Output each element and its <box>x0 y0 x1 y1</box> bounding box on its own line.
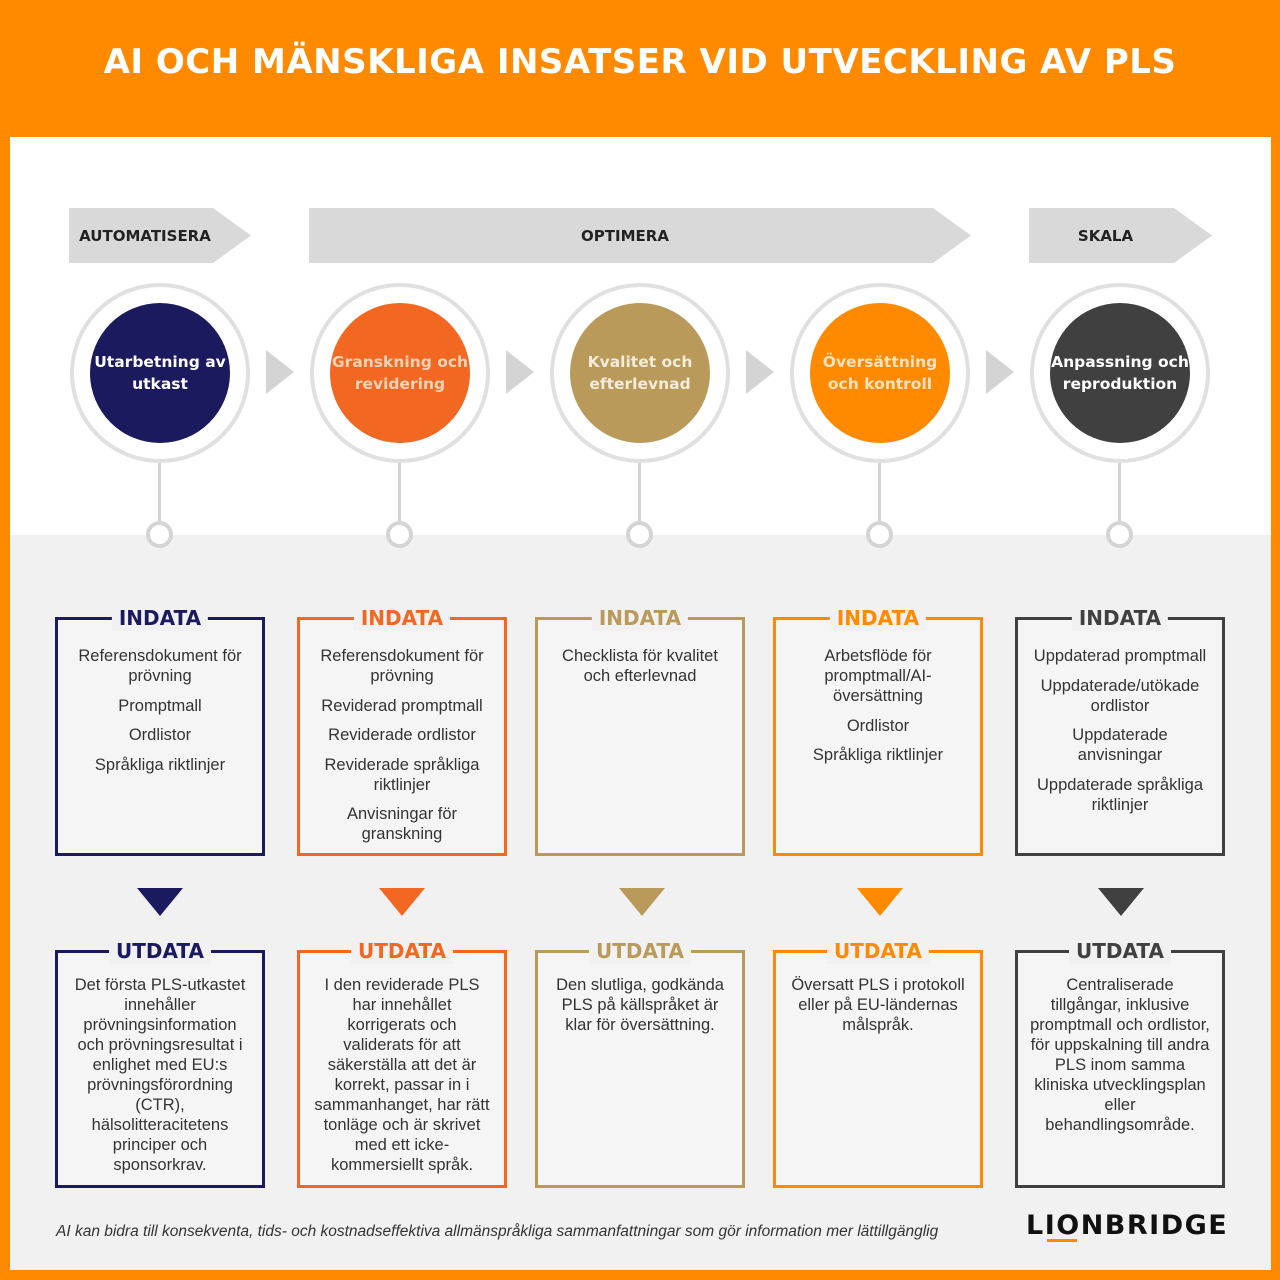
footer-note: AI kan bidra till konsekventa, tids- och… <box>56 1223 939 1240</box>
phase-arrow-automatisera: AUTOMATISERA <box>69 208 251 263</box>
input-item: Reviderade ordlistor <box>328 726 476 744</box>
input-box-label: INDATA <box>111 605 209 631</box>
connector-dot <box>146 521 173 548</box>
input-list: Arbetsflöde för promptmall/AI-översättni… <box>788 646 968 775</box>
step-circle-5: Anpassning och reproduktion <box>1030 283 1210 463</box>
step-title: Översättning och kontroll <box>822 353 938 393</box>
chevron-right-icon <box>506 350 534 394</box>
input-box-label: INDATA <box>591 605 689 631</box>
connector-line <box>158 463 161 523</box>
input-item: Språkliga riktlinjer <box>812 746 944 764</box>
output-text: Översatt PLS i protokoll eller på EU-län… <box>791 976 965 1034</box>
input-item: Reviderade språkliga riktlinjer <box>324 755 480 794</box>
step-badge: Utarbetning av utkast <box>90 303 230 443</box>
step-badge: Kvalitet och efterlevnad <box>570 303 710 443</box>
output-box-2: UTDATA I den reviderade PLS har innehåll… <box>297 938 507 1188</box>
lionbridge-logo: LIONBRIDGE <box>1026 1210 1229 1241</box>
down-arrow-icon <box>379 888 425 916</box>
down-arrow-icon <box>619 888 665 916</box>
input-list: Checklista för kvalitet och efterlevnad <box>550 646 730 696</box>
output-box-label: UTDATA <box>351 938 453 964</box>
input-item: Ordlistor <box>846 716 910 735</box>
output-box-1: UTDATA Det första PLS-utkastet innehålle… <box>55 938 265 1188</box>
header-bar <box>0 0 1280 137</box>
input-item: Språkliga riktlinjer <box>94 755 226 774</box>
connector-line <box>1118 463 1121 523</box>
logo-accent <box>1047 1239 1077 1242</box>
input-item: Anvisningar för granskning <box>346 805 458 843</box>
phase-arrow-skala: SKALA <box>1029 208 1212 263</box>
input-item: Referensdokument för prövning <box>320 647 484 685</box>
output-box-label: UTDATA <box>1069 938 1171 964</box>
step-title: Anpassning och reproduktion <box>1051 353 1189 393</box>
phase-label: AUTOMATISERA <box>79 226 211 245</box>
input-item: Arbetsflöde för promptmall/AI-översättni… <box>824 647 932 705</box>
step-title: Utarbetning av utkast <box>94 353 226 393</box>
connector-dot <box>1106 521 1133 548</box>
step-title: Granskning och revidering <box>331 353 469 393</box>
output-box-label: UTDATA <box>589 938 691 964</box>
connector-line <box>878 463 881 523</box>
output-text: Centraliserade tillgångar, inklusive pro… <box>1030 976 1210 1134</box>
input-item: Uppdaterade språkliga riktlinjer <box>1036 775 1204 814</box>
step-badge: Översättning och kontroll <box>810 303 950 443</box>
input-item: Reviderad promptmall <box>321 696 483 715</box>
down-arrow-icon <box>857 888 903 916</box>
input-box-label: INDATA <box>1071 605 1169 631</box>
output-text: I den reviderade PLS har innehållet korr… <box>314 976 490 1174</box>
input-item: Ordlistor <box>128 726 192 744</box>
chevron-right-icon <box>986 350 1014 394</box>
output-box-label: UTDATA <box>827 938 929 964</box>
chevron-right-icon <box>266 350 294 394</box>
output-box-4: UTDATA Översatt PLS i protokoll eller på… <box>773 938 983 1188</box>
input-item: Referensdokument för prövning <box>78 647 242 685</box>
connector-dot <box>386 521 413 548</box>
down-arrow-icon <box>137 888 183 916</box>
output-text: Den slutliga, godkända PLS på källspråke… <box>556 976 724 1034</box>
input-item: Uppdaterade/utökade ordlistor <box>1040 676 1200 715</box>
connector-line <box>398 463 401 523</box>
step-circle-4: Översättning och kontroll <box>790 283 970 463</box>
step-badge: Granskning och revidering <box>330 303 470 443</box>
output-box-5: UTDATA Centraliserade tillgångar, inklus… <box>1015 938 1225 1188</box>
input-box-label: INDATA <box>353 605 451 631</box>
step-badge: Anpassning och reproduktion <box>1050 303 1190 443</box>
chevron-right-icon <box>746 350 774 394</box>
step-title: Kvalitet och efterlevnad <box>587 353 693 393</box>
output-box-3: UTDATA Den slutliga, godkända PLS på käl… <box>535 938 745 1188</box>
input-item: Checklista för kvalitet och efterlevnad <box>562 647 718 685</box>
connector-line <box>638 463 641 523</box>
step-circle-2: Granskning och revidering <box>310 283 490 463</box>
connector-dot <box>626 521 653 548</box>
phase-label: SKALA <box>1077 226 1134 245</box>
input-box-4: INDATA Arbetsflöde för promptmall/AI-öve… <box>773 605 983 856</box>
down-arrow-icon <box>1098 888 1144 916</box>
phase-arrow-optimera: OPTIMERA <box>309 208 971 263</box>
input-box-3: INDATA Checklista för kvalitet och efter… <box>535 605 745 856</box>
input-item: Uppdaterad promptmall <box>1033 647 1207 665</box>
page-title: AI OCH MÄNSKLIGA INSATSER VID UTVECKLING… <box>103 42 1177 82</box>
connector-dot <box>866 521 893 548</box>
input-item: Uppdaterade anvisningar <box>1072 726 1168 764</box>
input-box-label: INDATA <box>829 605 927 631</box>
step-circle-3: Kvalitet och efterlevnad <box>550 283 730 463</box>
input-item: Promptmall <box>118 696 202 715</box>
output-box-label: UTDATA <box>109 938 211 964</box>
phase-label: OPTIMERA <box>581 226 669 245</box>
output-text: Det första PLS-utkastet innehåller prövn… <box>74 976 246 1174</box>
step-circle-1: Utarbetning av utkast <box>70 283 250 463</box>
